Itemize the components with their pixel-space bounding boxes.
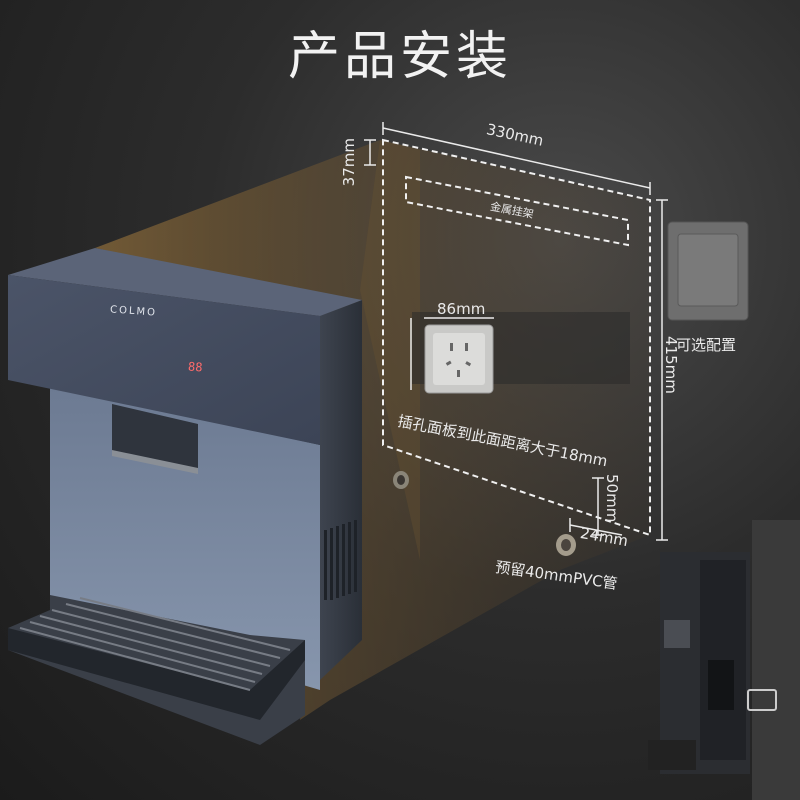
socket-width-dimension: 86mm: [437, 300, 486, 318]
dimension-lines: [364, 122, 668, 541]
bottom-offset-dimension: 50mm: [603, 474, 621, 523]
socket-icon: [424, 324, 494, 394]
switch-icon: [667, 221, 749, 321]
page-title: 产品安装: [287, 27, 512, 87]
height-dimension: 415mm: [662, 336, 680, 394]
top-offset-dimension: 37mm: [340, 138, 358, 187]
water-dispenser-icon: [8, 248, 362, 745]
pipe-icon: [393, 471, 576, 556]
projection-beam: [95, 140, 650, 720]
side-view-icon: [648, 520, 800, 800]
temp-display: 88: [187, 359, 203, 375]
bracket-outline: [405, 175, 629, 247]
optional-label: 可选配置: [676, 336, 737, 354]
beam-shade: [360, 140, 420, 560]
mount-outline: [382, 138, 651, 537]
